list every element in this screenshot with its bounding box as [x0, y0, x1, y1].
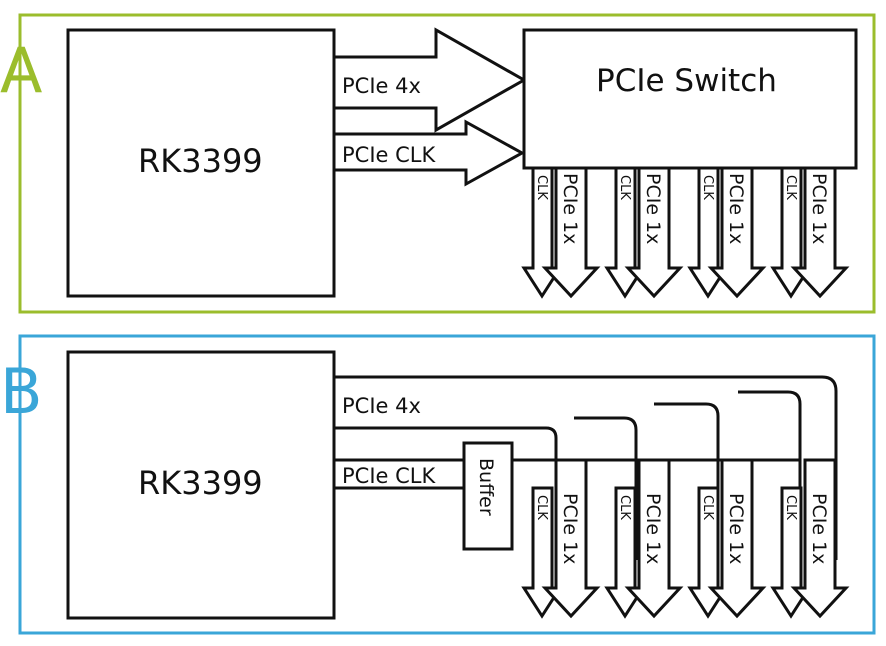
panel-b-output-4: CLK PCIe 1x	[770, 458, 850, 619]
panel-b-output-2-clk-arrow	[604, 486, 646, 619]
panel-b-output-3-bus-arrow	[707, 458, 767, 619]
panel-a-output-2-clk-arrow	[604, 166, 646, 299]
panel-b-output-2-bus-label: PCIe 1x	[642, 493, 664, 564]
panel-b-output-4-bus-arrow	[790, 458, 850, 619]
panel-b-output-4-bus-label: PCIe 1x	[808, 493, 830, 564]
panel-b-output-2-bus-arrow	[624, 458, 684, 619]
panel-a-output-2-bus-label: PCIe 1x	[642, 173, 664, 244]
panel-a-output-4-bus-label: PCIe 1x	[808, 173, 830, 244]
panel-b-output-1-clk-arrow	[521, 486, 563, 619]
panel-b-branch-4	[738, 390, 802, 560]
panel-b-output-3-bus-label: PCIe 1x	[725, 493, 747, 564]
panel-a-output-3-clk-label: CLK	[700, 175, 715, 200]
panel-b-branch-2	[574, 416, 638, 560]
panel-a-output-1-bus-arrow	[541, 166, 601, 299]
panel-a-pcie-clk-label: PCIe CLK	[342, 143, 436, 167]
panel-a-pcie4x-arrow	[332, 27, 528, 133]
panel-b-soc-block	[66, 350, 336, 620]
panel-a-pcie4x-label: PCIe 4x	[342, 74, 421, 98]
panel-b-soc-label: RK3399	[138, 464, 263, 502]
panel-b-output-3: CLK PCIe 1x	[687, 458, 767, 619]
panel-a-output-4: CLK PCIe 1x	[770, 166, 850, 299]
panel-b-output-2: CLK PCIe 1x	[604, 458, 684, 619]
panel-b-output-1: CLK PCIe 1x	[521, 458, 601, 619]
panel-a-pcie-switch-label: PCIe Switch	[596, 63, 777, 99]
panel-b-frame	[18, 334, 876, 635]
panel-b-bus-line-1	[334, 426, 558, 560]
panel-a-output-1-clk-arrow	[521, 166, 563, 299]
panel-a-output-3: CLK PCIe 1x	[687, 166, 767, 299]
panel-b-output-3-clk-arrow	[687, 486, 729, 619]
panel-a-output-3-bus-label: PCIe 1x	[725, 173, 747, 244]
panel-a-output-2-clk-label: CLK	[617, 175, 632, 200]
panel-b-letter: B	[0, 355, 43, 428]
panel-a-output-1: CLK PCIe 1x	[521, 166, 601, 299]
panel-a-output-4-bus-arrow	[790, 166, 850, 299]
panel-a-letter: A	[0, 34, 42, 107]
panel-b-output-1-bus-label: PCIe 1x	[559, 493, 581, 564]
panel-a-output-1-clk-label: CLK	[534, 175, 549, 200]
panel-b-pcie-clk-label: PCIe CLK	[342, 464, 436, 488]
panel-a-pcie-switch-block	[522, 28, 858, 170]
panel-b-pcie4x-label: PCIe 4x	[342, 394, 421, 418]
panel-a-output-3-bus-arrow	[707, 166, 767, 299]
panel-b-output-3-clk-label: CLK	[700, 495, 715, 520]
panel-a-soc-label: RK3399	[138, 142, 263, 180]
panel-a-output-2-bus-arrow	[624, 166, 684, 299]
panel-a-output-3-clk-arrow	[687, 166, 729, 299]
panel-b-output-4-clk-arrow	[770, 486, 812, 619]
panel-a-pcie-clk-arrow	[332, 119, 526, 187]
panel-a: A RK3399 PCIe 4x PCIe CLK PCIe Switch CL…	[0, 13, 876, 314]
panel-b-branch-3	[654, 402, 720, 560]
panel-a-output-4-clk-arrow	[770, 166, 812, 299]
panel-a-output-2: CLK PCIe 1x	[604, 166, 684, 299]
panel-b-bus-top-line	[334, 375, 838, 560]
panel-a-soc-block	[66, 28, 336, 298]
panel-a-frame	[18, 13, 876, 314]
panel-b-output-1-clk-label: CLK	[534, 495, 549, 520]
panel-b-output-2-clk-label: CLK	[617, 495, 632, 520]
panel-b-output-1-bus-arrow	[541, 458, 601, 619]
panel-a-output-1-bus-label: PCIe 1x	[559, 173, 581, 244]
panel-a-output-4-clk-label: CLK	[783, 175, 798, 200]
panel-b-output-4-clk-label: CLK	[783, 495, 798, 520]
panel-b: B RK3399 PCIe 4x PCIe CLK Buffer CLK PCI…	[0, 334, 876, 635]
panel-b-buffer-label: Buffer	[475, 458, 497, 516]
panel-b-buffer-block	[462, 441, 514, 551]
